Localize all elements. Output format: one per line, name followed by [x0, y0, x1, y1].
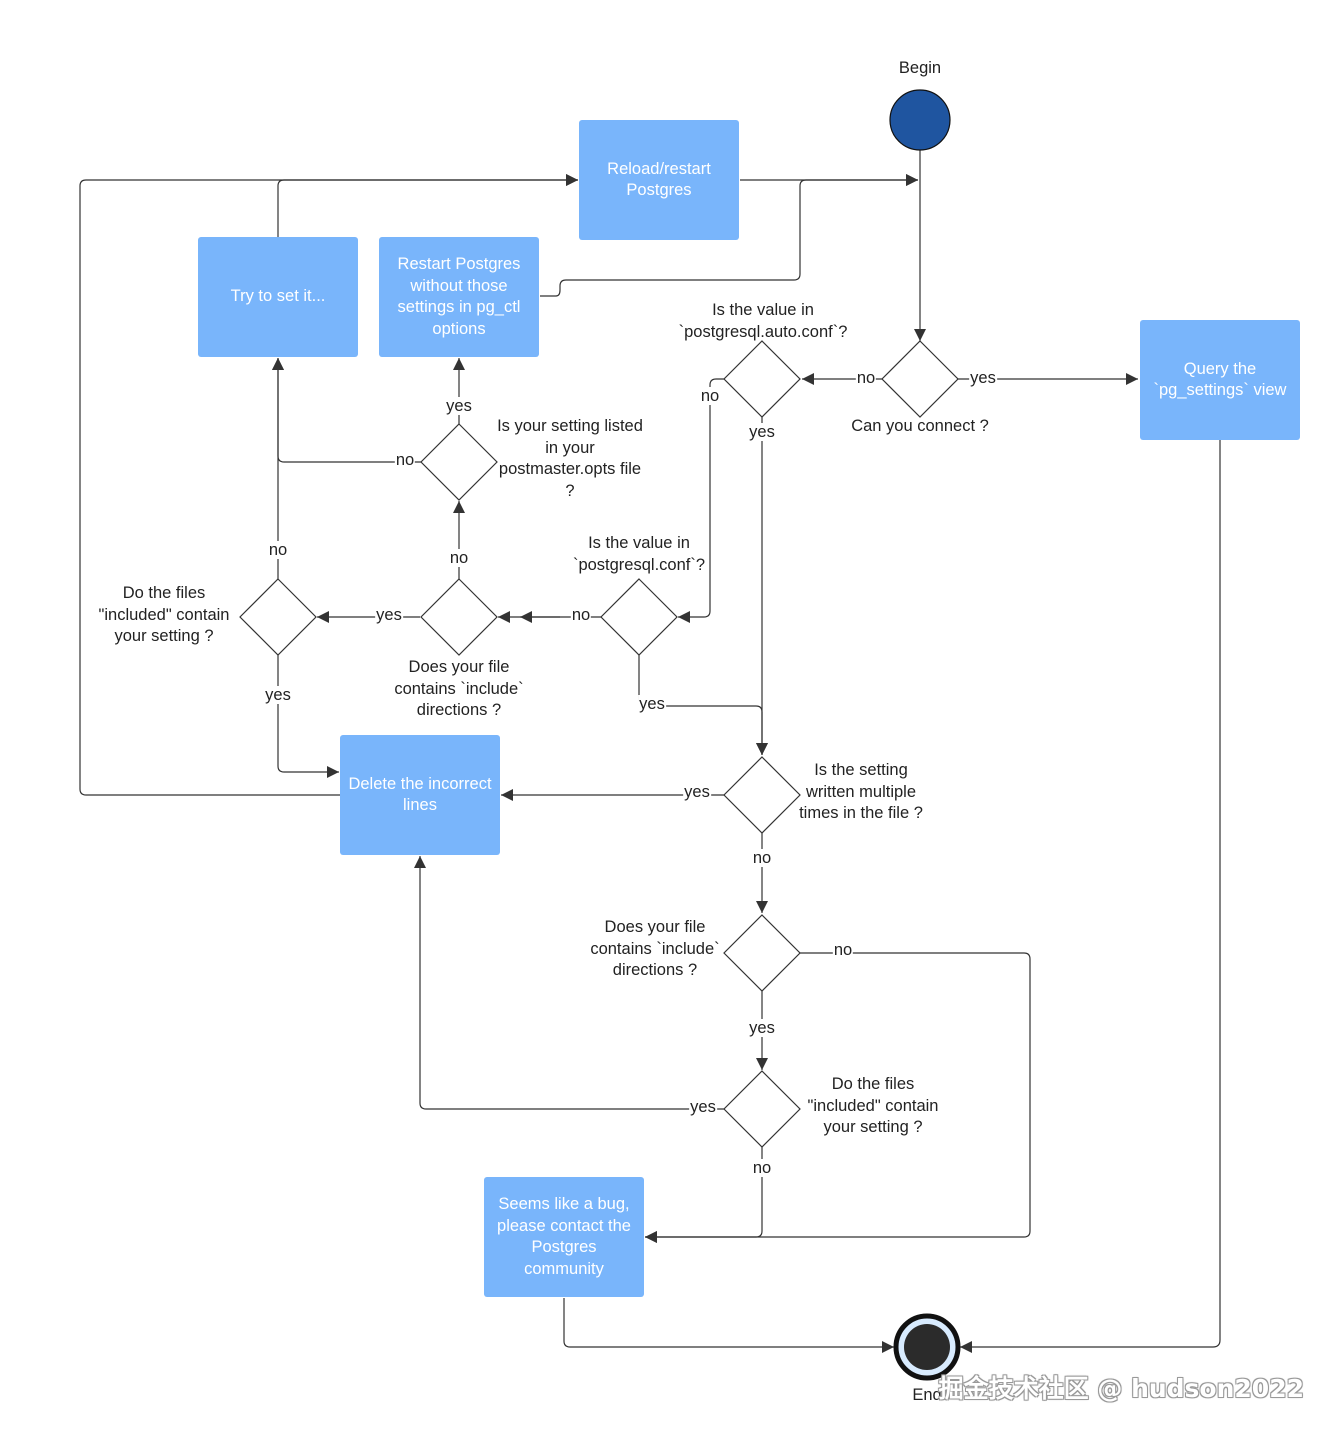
text-line: Delete the incorrect: [348, 774, 492, 793]
decision-multiple-times: [723, 756, 801, 834]
decision-include-right: [723, 914, 801, 992]
text-line: Restart Postgres: [397, 255, 521, 273]
text-line: in your: [545, 438, 595, 457]
text-line: Postgres: [626, 181, 692, 199]
edge-label-pgconf-yes: yes: [638, 695, 666, 713]
decision-postmaster-opts: [420, 423, 498, 501]
box-query-pg-settings: Query the `pg_settings` view: [1140, 320, 1300, 440]
text-line: postmaster.opts file: [498, 460, 642, 478]
end-label: End: [912, 1386, 942, 1404]
text-line: Can you connect ?: [851, 417, 989, 435]
text-line: Is the value in: [588, 534, 690, 552]
text-line: contains `include`: [394, 679, 524, 698]
text-line: written multiple: [805, 782, 917, 801]
edge-label-filesright-yes: yes: [689, 1098, 717, 1116]
edge-label-includeright-no: no: [832, 941, 854, 959]
edge-label-filesleft-no: no: [267, 541, 289, 559]
box-restart-without-settings: Restart Postgres without those settings in…: [379, 237, 539, 357]
edge-label-includeleft-no: no: [448, 549, 470, 567]
edge-label-includeright-yes: yes: [748, 1019, 776, 1037]
text-line: Do the files: [831, 1075, 915, 1093]
label-postgresql-conf: Is the value in `postgresql.conf`?: [539, 533, 739, 576]
text-line: ?: [565, 481, 575, 500]
text-line: Postgres: [531, 1238, 597, 1256]
text-line: Does your file: [408, 658, 510, 676]
edge-label-filesleft-yes: yes: [264, 686, 292, 704]
text-line: please contact the: [497, 1216, 631, 1235]
edge-filesleft-yes: [277, 655, 339, 778]
text-line: contains `include`: [590, 939, 720, 958]
decision-include-left: [420, 578, 498, 656]
edge-label-includeleft-yes: yes: [375, 606, 403, 624]
text-line: without those: [410, 276, 508, 295]
edge-query-to-end: [960, 440, 1221, 1353]
text-line: your setting ?: [114, 627, 214, 645]
edge-restart-to-main: [540, 174, 918, 297]
text-line: Try to set it...: [230, 287, 326, 306]
text-line: `postgresql.conf`?: [572, 555, 706, 574]
text-line: Query the: [1183, 359, 1257, 378]
edge-filesright-yes: [414, 856, 724, 1110]
text-line: Do the files: [122, 584, 206, 602]
decision-files-included-left: [239, 578, 317, 656]
label-include-left: Does your file contains `include` directio…: [369, 657, 549, 722]
text-line: options: [432, 319, 486, 338]
edge-includeright-no: [645, 952, 1031, 1243]
text-line: Reload/restart: [607, 159, 711, 178]
text-line: directions ?: [612, 961, 698, 979]
label-can-connect: Can you connect ?: [820, 416, 1020, 438]
edge-postmaster-no: [272, 358, 421, 463]
edge-tryset-to-reload: [277, 174, 578, 237]
edge-filesright-no: [645, 1147, 763, 1243]
label-postmaster-opts: Is your setting listed in your postmaster.…: [480, 416, 660, 502]
edge-label-connect-no: no: [855, 369, 877, 387]
edge-label-postmaster-yes: yes: [445, 397, 473, 415]
text-line: `pg_settings` view: [1153, 381, 1287, 399]
edge-label-postmaster-no: no: [394, 451, 416, 469]
text-line: Seems like a bug,: [498, 1195, 630, 1213]
label-files-included-right: Do the files "included" contain your setti…: [793, 1074, 953, 1139]
text-line: `postgresql.auto.conf`?: [678, 322, 848, 341]
edge-label-connect-yes: yes: [969, 369, 997, 387]
decision-files-included-right: [723, 1070, 801, 1148]
begin-node: [889, 89, 951, 151]
label-auto-conf: Is the value in `postgresql.auto.conf`?: [653, 300, 873, 343]
text-line: community: [524, 1259, 604, 1278]
text-line: Is the value in: [712, 301, 814, 319]
decision-auto-conf: [723, 340, 801, 418]
text-line: Does your file: [604, 918, 706, 936]
text-line: "included" contain: [98, 605, 230, 624]
edge-label-multiple-yes: yes: [683, 783, 711, 801]
text-line: lines: [403, 796, 437, 814]
box-try-set: Try to set it...: [198, 237, 358, 357]
text-line: settings in pg_ctl: [397, 298, 521, 316]
text-line: times in the file ?: [799, 804, 923, 822]
box-delete-incorrect-lines: Delete the incorrect lines: [340, 735, 500, 855]
edge-label-autoconf-no: no: [699, 387, 721, 405]
edge-label-pgconf-no: no: [570, 606, 592, 624]
watermark: 掘金技术社区 @ hudson2022: [938, 1374, 1304, 1403]
begin-label: Begin: [898, 59, 942, 77]
label-multiple-times: Is the setting written multiple times in t…: [781, 760, 941, 825]
edge-label-multiple-no: no: [751, 849, 773, 867]
edge-bug-to-end: [563, 1298, 894, 1353]
text-line: Is the setting: [814, 761, 908, 779]
label-include-right: Does your file contains `include` directio…: [570, 917, 740, 982]
decision-postgresql-conf: [600, 578, 678, 656]
label-files-included-left: Do the files "included" contain your setti…: [84, 583, 244, 648]
text-line: "included" contain: [807, 1096, 939, 1115]
edge-delete-to-reload: [79, 174, 578, 796]
text-line: Is your setting listed: [497, 417, 643, 435]
text-line: directions ?: [416, 701, 502, 719]
edge-autoconf-no: [678, 378, 724, 623]
edge-label-filesright-no: no: [751, 1159, 773, 1177]
text-line: your setting ?: [823, 1118, 923, 1136]
decision-can-connect: [881, 340, 959, 418]
edge-label-autoconf-yes: yes: [748, 423, 776, 441]
